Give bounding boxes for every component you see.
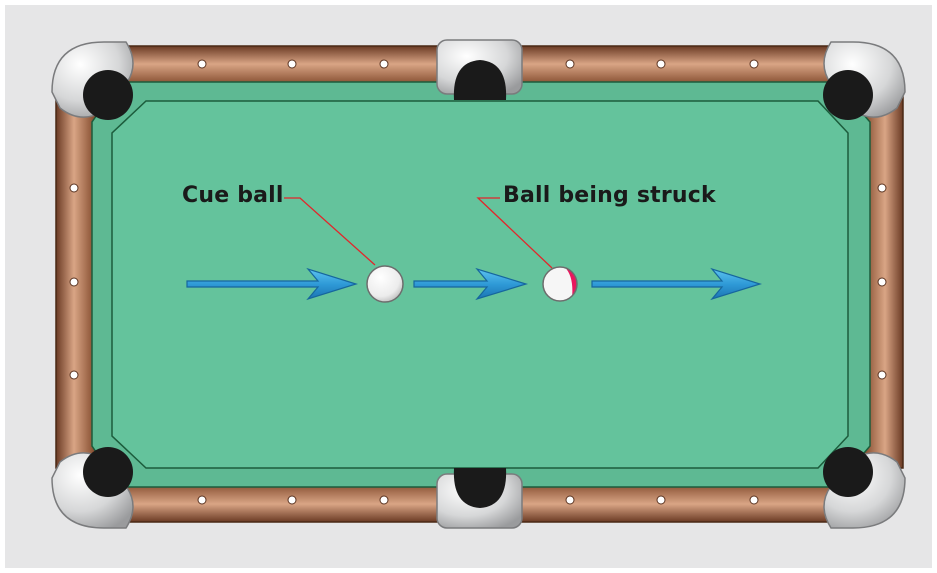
pocket-icon xyxy=(823,447,873,497)
pocket-icon xyxy=(83,70,133,120)
rail-diamond-icon xyxy=(198,496,206,504)
cue-ball-label: Cue ball xyxy=(182,183,284,208)
rail-diamond-icon xyxy=(878,184,886,192)
rail-diamond-icon xyxy=(878,371,886,379)
pocket-icon xyxy=(823,70,873,120)
rail-diamond-icon xyxy=(878,278,886,286)
rail-top-right xyxy=(512,46,842,86)
rail-bottom-left xyxy=(100,482,445,522)
rail-bottom-right xyxy=(512,482,842,522)
rail-diamond-icon xyxy=(70,371,78,379)
struck-ball-label: Ball being struck xyxy=(503,183,716,208)
rail-diamond-icon xyxy=(70,184,78,192)
rail-diamond-icon xyxy=(657,496,665,504)
rail-diamond-icon xyxy=(198,60,206,68)
rail-diamond-icon xyxy=(70,278,78,286)
rail-diamond-icon xyxy=(750,60,758,68)
rail-diamond-icon xyxy=(380,496,388,504)
rail-diamond-icon xyxy=(288,496,296,504)
pocket-icon xyxy=(83,447,133,497)
rail-diamond-icon xyxy=(750,496,758,504)
rail-diamond-icon xyxy=(380,60,388,68)
cue-ball xyxy=(367,266,403,302)
rail-diamond-icon xyxy=(288,60,296,68)
rail-diamond-icon xyxy=(566,496,574,504)
rail-diamond-icon xyxy=(566,60,574,68)
rail-top-left xyxy=(100,46,445,86)
rail-diamond-icon xyxy=(657,60,665,68)
